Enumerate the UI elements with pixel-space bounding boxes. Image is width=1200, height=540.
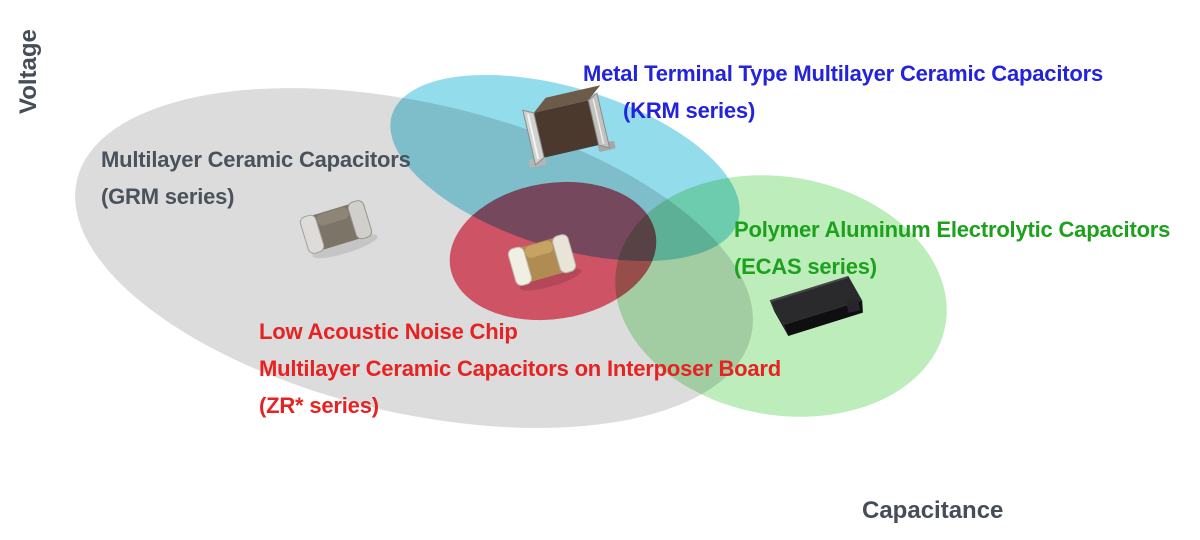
chip-shadow bbox=[519, 268, 582, 291]
y-axis-label: Voltage bbox=[15, 29, 42, 114]
krm-label: Metal Terminal Type Multilayer Ceramic C… bbox=[583, 55, 1103, 129]
zr-label: Low Acoustic Noise Chip Multilayer Ceram… bbox=[259, 313, 781, 424]
zr-label-line-3: (ZR* series) bbox=[259, 393, 379, 418]
krm-label-line-2: (KRM series) bbox=[623, 98, 756, 123]
chip-shadow bbox=[312, 234, 378, 259]
polymer-aluminum-capacitor-chip-image bbox=[769, 275, 863, 337]
mlcc-chip-image bbox=[299, 200, 378, 259]
metal-terminal-mlcc-chip-image bbox=[522, 85, 616, 168]
x-axis-label: Capacitance bbox=[862, 497, 1004, 524]
ecas-label-line-2: (ECAS series) bbox=[734, 254, 877, 279]
ecas-region-ellipse bbox=[615, 175, 947, 417]
zr-label-line-2: Multilayer Ceramic Capacitors on Interpo… bbox=[259, 356, 782, 381]
grm-label-line-1: Multilayer Ceramic Capacitors bbox=[101, 147, 411, 172]
ecas-label-line-1: Polymer Aluminum Electrolytic Capacitors bbox=[734, 217, 1171, 242]
grm-label: Multilayer Ceramic Capacitors (GRM serie… bbox=[101, 141, 411, 215]
grm-label-line-2: (GRM series) bbox=[101, 184, 235, 209]
krm-label-line-1: Metal Terminal Type Multilayer Ceramic C… bbox=[583, 61, 1104, 86]
interposer-mlcc-chip-image bbox=[507, 234, 582, 291]
ecas-label: Polymer Aluminum Electrolytic Capacitors… bbox=[734, 211, 1170, 285]
zr-label-line-1: Low Acoustic Noise Chip bbox=[259, 319, 518, 344]
